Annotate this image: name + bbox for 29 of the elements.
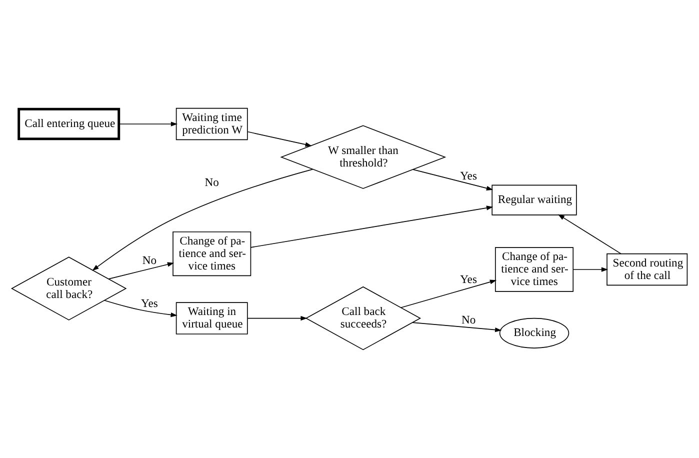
node-box: Change of pa- tience and ser- vice times (172, 231, 252, 276)
node-box: Second routing of the call (606, 253, 688, 286)
node-box: Waiting time prediction W (176, 108, 248, 140)
arrow (572, 267, 608, 272)
node-box: Waiting in virtual queue (176, 302, 248, 334)
edge-label: No (142, 254, 157, 267)
node-diamond: Customer call back? (10, 256, 127, 320)
node-box: Change of pa- tience and ser- vice times (495, 247, 574, 292)
edge-label: No (461, 313, 476, 326)
arrow (250, 206, 494, 248)
edge-label: Yes (141, 296, 158, 310)
arrow (118, 122, 178, 126)
arrow (412, 322, 502, 332)
arrow (400, 280, 497, 308)
node-diamond: W smaller than threshold? (280, 125, 446, 189)
arrow (104, 300, 178, 318)
node-ellipse: Blocking (499, 318, 570, 348)
arrow (108, 262, 174, 280)
arrow (247, 131, 312, 147)
edge-label: Yes (460, 170, 477, 183)
node-box: Regular waiting (492, 184, 577, 216)
edge-label: Yes (460, 272, 477, 286)
node-box: Call entering queue (18, 108, 120, 140)
node-diamond: Call back succeeds? (305, 286, 422, 350)
arrow (92, 168, 314, 271)
arrow (558, 214, 622, 254)
arrow (412, 169, 494, 190)
arrow (247, 316, 308, 321)
edge-label: No (204, 176, 219, 190)
